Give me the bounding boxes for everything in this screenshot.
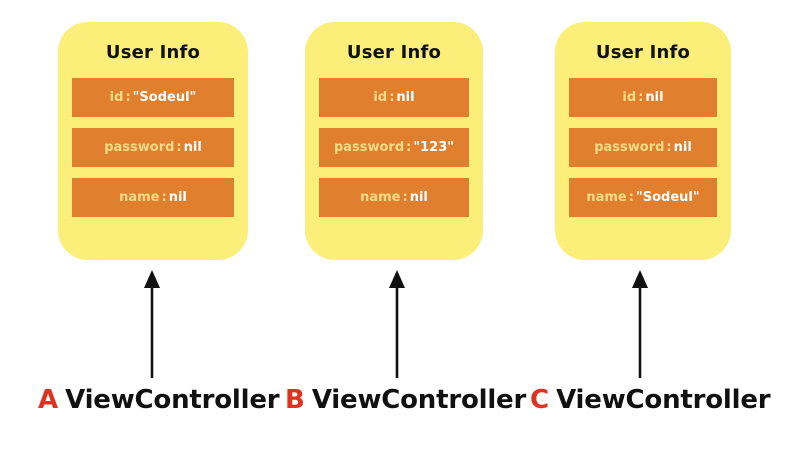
field-key: id xyxy=(622,90,637,105)
viewcontroller-letter: B xyxy=(285,385,305,415)
arrow-up-icon-c xyxy=(632,270,648,378)
viewcontroller-label-a: A ViewController xyxy=(38,383,280,417)
user-info-card-row: User Info id : "Sodeul" password : nil n… xyxy=(58,22,731,260)
field-value: nil xyxy=(409,190,428,205)
field-value: nil xyxy=(168,190,187,205)
field-list: id : nil password : "123" name : nil xyxy=(319,78,469,217)
field-row-password: password : nil xyxy=(72,128,234,167)
field-separator: : xyxy=(402,190,408,205)
field-key: password xyxy=(333,140,405,155)
field-value: "123" xyxy=(413,140,455,155)
field-value: nil xyxy=(673,140,692,155)
viewcontroller-letter: C xyxy=(530,385,550,415)
arrow-up-icon-b xyxy=(389,270,405,378)
field-key: password xyxy=(594,140,665,155)
arrow-up-icon-a xyxy=(144,270,160,378)
field-separator: : xyxy=(638,90,644,105)
field-separator: : xyxy=(628,190,634,205)
field-value: nil xyxy=(183,140,202,155)
field-separator: : xyxy=(666,140,672,155)
field-separator: : xyxy=(161,190,167,205)
field-value: nil xyxy=(645,90,664,105)
field-value: "Sodeul" xyxy=(132,90,197,105)
user-info-card-a: User Info id : "Sodeul" password : nil n… xyxy=(58,22,248,260)
field-row-password: password : "123" xyxy=(319,128,469,167)
viewcontroller-label-b: B ViewController xyxy=(285,383,526,417)
field-list: id : "Sodeul" password : nil name : nil xyxy=(72,78,234,217)
card-title: User Info xyxy=(346,42,442,63)
field-key: name xyxy=(360,190,401,205)
field-separator: : xyxy=(125,90,131,105)
field-row-id: id : "Sodeul" xyxy=(72,78,234,117)
viewcontroller-name: ViewController xyxy=(65,385,280,415)
field-value: nil xyxy=(396,90,415,105)
user-info-card-b: User Info id : nil password : "123" name… xyxy=(305,22,483,260)
field-row-name: name : "Sodeul" xyxy=(569,178,717,217)
field-separator: : xyxy=(389,90,395,105)
field-key: name xyxy=(119,190,160,205)
viewcontroller-label-c: C ViewController xyxy=(530,383,771,417)
field-key: id xyxy=(109,90,124,105)
card-title: User Info xyxy=(105,42,201,63)
field-key: password xyxy=(104,140,175,155)
viewcontroller-name: ViewController xyxy=(311,385,527,415)
field-separator: : xyxy=(406,140,412,155)
field-row-id: id : nil xyxy=(319,78,469,117)
viewcontroller-letter: A xyxy=(38,385,59,415)
user-info-card-c: User Info id : nil password : nil name :… xyxy=(555,22,731,260)
viewcontroller-name: ViewController xyxy=(556,385,771,415)
field-row-name: name : nil xyxy=(72,178,234,217)
field-separator: : xyxy=(176,140,182,155)
field-key: id xyxy=(373,90,388,105)
field-value: "Sodeul" xyxy=(635,190,700,205)
field-row-name: name : nil xyxy=(319,178,469,217)
field-row-id: id : nil xyxy=(569,78,717,117)
field-list: id : nil password : nil name : "Sodeul" xyxy=(569,78,717,217)
field-key: name xyxy=(586,190,627,205)
field-row-password: password : nil xyxy=(569,128,717,167)
card-title: User Info xyxy=(595,42,691,63)
